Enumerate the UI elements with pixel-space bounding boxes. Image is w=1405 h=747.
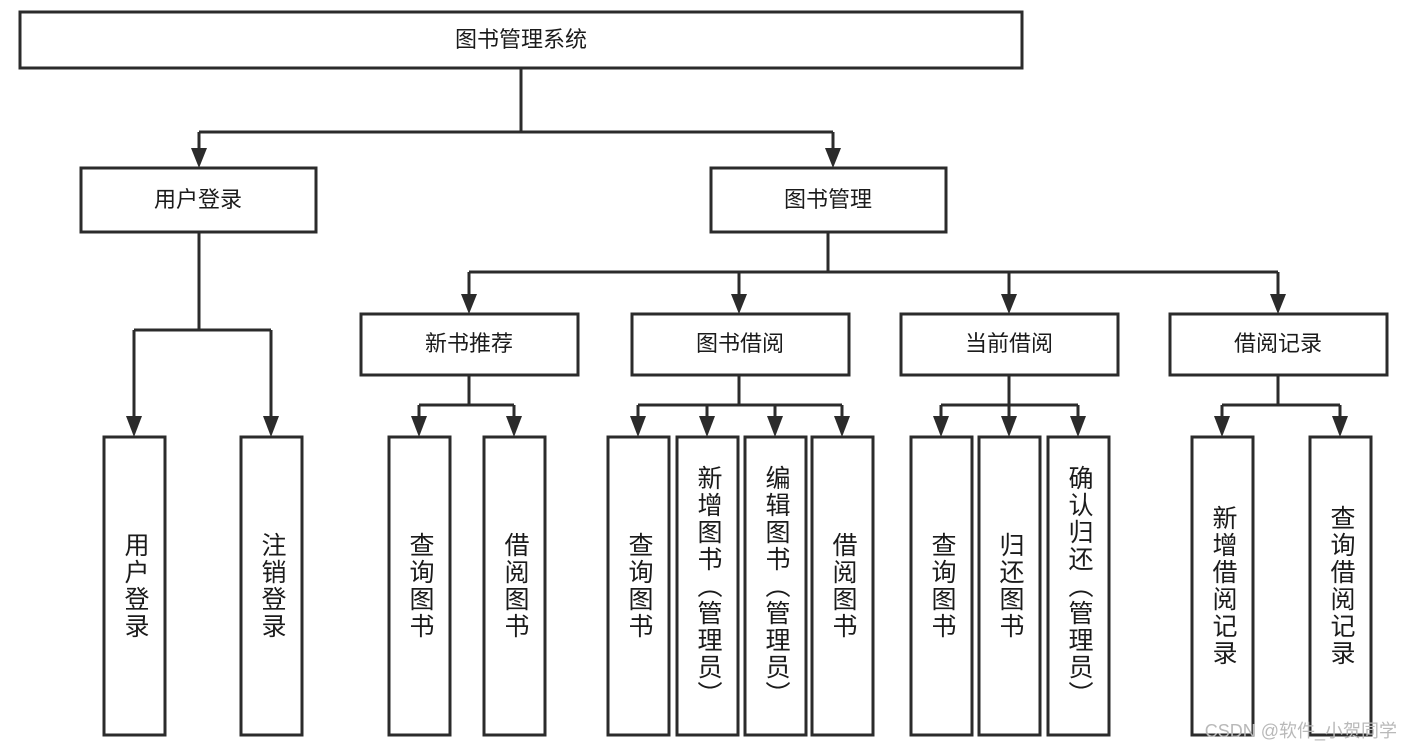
connector-bookborrow-to-leaves	[630, 375, 850, 437]
leaf-box-current-borrow-1[interactable]	[977, 435, 1042, 737]
leaf-box-book-borrow-3[interactable]	[810, 435, 875, 737]
node-book-borrow-label: 图书借阅	[696, 331, 784, 356]
leaf-box-current-borrow-2[interactable]	[1046, 435, 1111, 737]
node-new-book-recommend-label: 新书推荐	[425, 331, 513, 356]
leaf-box-user-login-0[interactable]	[102, 435, 167, 737]
node-borrow-record[interactable]: 借阅记录	[1168, 312, 1389, 377]
node-book-management-label: 图书管理	[784, 187, 872, 212]
node-user-login[interactable]: 用户登录	[79, 166, 318, 234]
node-current-borrow[interactable]: 当前借阅	[899, 312, 1120, 377]
connector-borrowrecord-to-leaves	[1214, 375, 1348, 437]
leaf-box-book-borrow-0[interactable]	[606, 435, 671, 737]
watermark-text: CSDN @软件_小贺同学	[1204, 721, 1397, 741]
connector-bookmgmt-to-level3	[461, 232, 1286, 314]
node-borrow-record-label: 借阅记录	[1234, 331, 1322, 356]
node-root[interactable]: 图书管理系统	[18, 10, 1024, 70]
node-book-management[interactable]: 图书管理	[709, 166, 948, 234]
connector-userlogin-to-leaves	[126, 232, 279, 437]
leaf-box-book-borrow-1[interactable]	[675, 435, 740, 737]
leaf-box-user-login-1[interactable]	[239, 435, 304, 737]
node-current-borrow-label: 当前借阅	[965, 331, 1053, 356]
node-root-label: 图书管理系统	[455, 27, 587, 52]
connector-newbook-to-leaves	[411, 375, 522, 437]
leaf-box-new-book-0[interactable]	[387, 435, 452, 737]
node-new-book-recommend[interactable]: 新书推荐	[359, 312, 580, 377]
leaf-box-borrow-record-1[interactable]	[1308, 435, 1373, 737]
connector-currentborrow-to-leaves	[933, 375, 1086, 437]
leaf-box-current-borrow-0[interactable]	[909, 435, 974, 737]
leaf-box-borrow-record-0[interactable]	[1190, 435, 1255, 737]
node-user-login-label: 用户登录	[154, 187, 242, 212]
leaf-box-new-book-1[interactable]	[482, 435, 547, 737]
connector-root-to-level2	[191, 68, 841, 168]
leaf-box-book-borrow-2[interactable]	[743, 435, 808, 737]
node-book-borrow[interactable]: 图书借阅	[630, 312, 851, 377]
